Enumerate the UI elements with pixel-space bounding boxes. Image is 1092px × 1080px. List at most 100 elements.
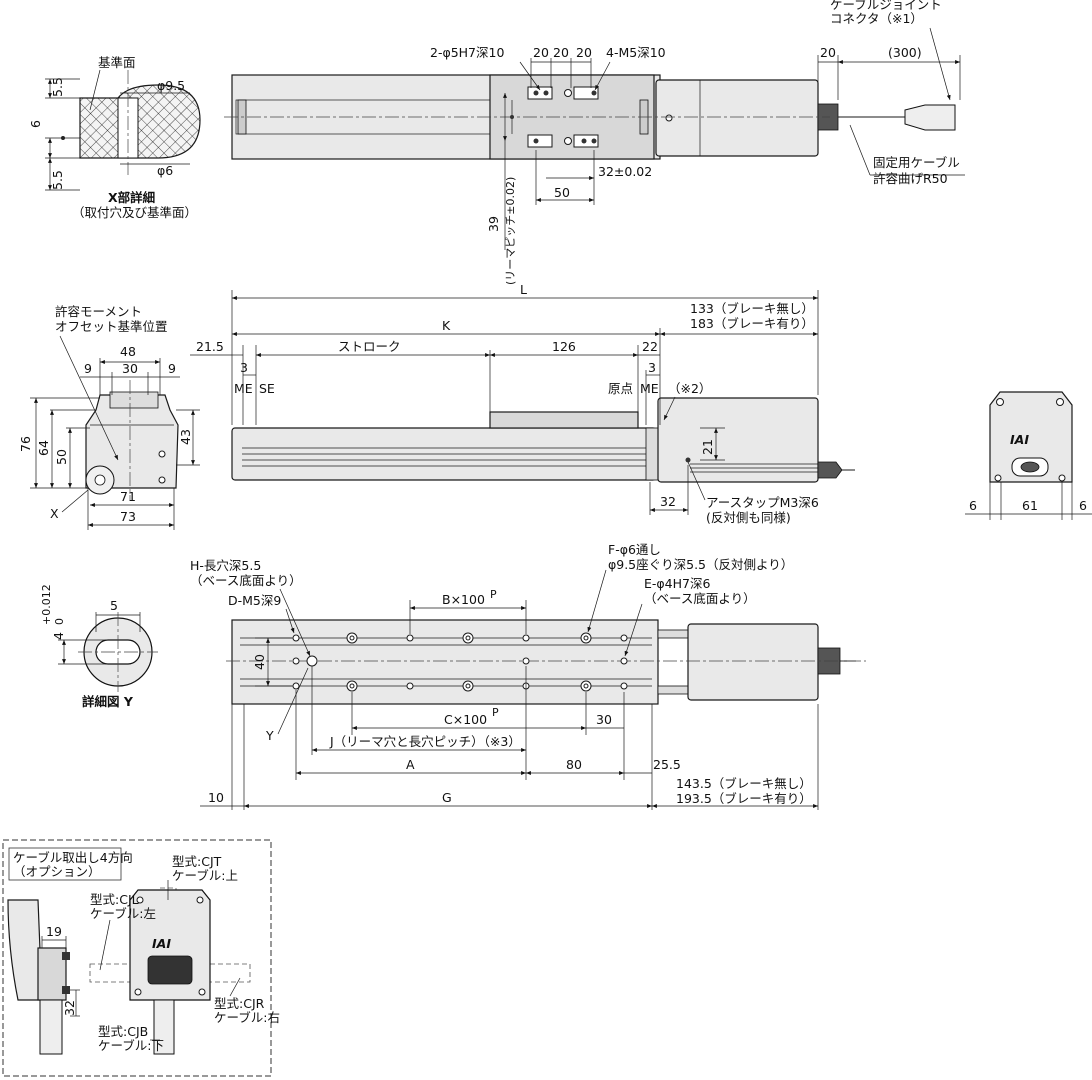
pitch-20c: 20	[576, 45, 592, 60]
j-pitch: J（リーマ穴と長穴ピッチ）（※3）	[329, 734, 521, 749]
side-dim-126: 126	[552, 339, 576, 354]
detail-x-subtitle: （取付穴及び基準面）	[72, 205, 197, 220]
reamer-holes-label: 2-φ5H7深10	[430, 45, 504, 60]
side-no-brake-133: 133（ブレーキ無し）	[690, 301, 814, 316]
end-dim-43: 43	[178, 429, 193, 445]
detail-x-title: X部詳細	[108, 190, 155, 205]
bottom-view-motor	[687, 623, 819, 701]
e-hole-label-1: E-φ4H7深6	[644, 576, 710, 591]
cable-side-connector	[37, 947, 67, 1001]
bottom-label-y: Y	[265, 728, 274, 743]
detail-y-d4: 4	[51, 632, 66, 640]
detail-x-h55a: 5.5	[50, 77, 65, 97]
cable-dim-19: 19	[46, 924, 62, 939]
bottom-dim-10: 10	[208, 790, 224, 805]
motor-end-d6b: 6	[1079, 498, 1087, 513]
cjb-label-2: ケーブル:下	[98, 1038, 164, 1053]
side-dim-22: 22	[642, 339, 658, 354]
side-dim-3a: 3	[240, 360, 248, 375]
top-view-motor	[655, 79, 819, 157]
dim-50: 50	[554, 185, 570, 200]
dim-300: (300)	[888, 45, 922, 60]
motor-end-logo: IAI	[1010, 432, 1029, 447]
side-dim-21: 21	[700, 439, 715, 455]
moment-label-1: 許容モーメント	[55, 304, 142, 319]
ref-surface-label: 基準面	[98, 55, 136, 70]
detail-y-tol-zero: 0	[53, 618, 66, 625]
cjt-label-2: ケーブル:上	[172, 868, 238, 883]
c-pitch-sup: P	[492, 706, 499, 719]
dim-32-tol: 32±0.02	[598, 164, 652, 179]
e-hole-label-2: （ベース底面より）	[644, 591, 756, 606]
d-tap-label: D-M5深9	[228, 593, 281, 608]
detail-x-h55b: 5.5	[50, 170, 65, 190]
cable-connector-end	[904, 104, 956, 131]
motor-connector-icon	[1020, 461, 1040, 473]
top-view: 20 20 20 2-φ5H7深10 4-M5深10 50 32±0.02 39…	[224, 0, 965, 285]
pitch-20a: 20	[533, 45, 549, 60]
detail-x-d95: φ9.5	[157, 78, 185, 93]
end-dim-76: 76	[18, 436, 33, 452]
end-dim-48: 48	[120, 344, 136, 359]
connector-label-2: コネクタ（※1）	[830, 11, 923, 26]
bottom-dim-80: 80	[566, 757, 582, 772]
side-view-slider	[489, 411, 639, 429]
end-dim-30: 30	[122, 361, 138, 376]
moment-label-2: オフセット基準位置	[55, 319, 168, 334]
end-view: 許容モーメント オフセット基準位置 48 9 30 9 76 64 50 43 …	[18, 304, 200, 530]
cable-side-profile	[7, 899, 43, 1001]
cable-dim-32: 32	[62, 1000, 77, 1016]
side-dim-3b: 3	[648, 360, 656, 375]
cjt-label-1: 型式:CJT	[172, 854, 222, 869]
side-view: L K 133（ブレーキ無し） 183（ブレーキ有り） 21.5 ストローク 1…	[190, 282, 855, 525]
side-me-right: ME	[640, 381, 659, 396]
b-pitch: B×100	[442, 592, 485, 607]
end-dim-64: 64	[36, 440, 51, 456]
c-pitch: C×100	[444, 712, 487, 727]
h-hole-label-1: H-長穴深5.5	[190, 558, 261, 573]
bottom-no-brake-1435: 143.5（ブレーキ無し）	[676, 776, 812, 791]
b-pitch-sup: P	[490, 588, 497, 601]
cable-options-title-2: （オプション）	[13, 864, 101, 879]
bottom-dim-255: 25.5	[653, 757, 681, 772]
cable-front-connector-icon	[147, 955, 193, 985]
dim-39-note: (リーマピッチ±0.02)	[504, 177, 517, 285]
pitch-20b: 20	[553, 45, 569, 60]
detail-y-tol-plus: +0.012	[40, 584, 53, 625]
motor-end-d6a: 6	[969, 498, 977, 513]
side-dim-L: L	[520, 282, 527, 297]
motor-end-view: IAI 6 61 6	[965, 391, 1092, 520]
detail-y-title: 詳細図 Y	[82, 694, 134, 709]
motor-end-d61: 61	[1022, 498, 1038, 513]
detail-y: 5 4 +0.012 0 詳細図 Y	[40, 584, 158, 709]
dim-39: 39	[486, 216, 501, 232]
cjr-label-2: ケーブル:右	[214, 1010, 280, 1025]
tap-holes-label: 4-M5深10	[606, 45, 666, 60]
cable-options-title-1: ケーブル取出し4方向	[13, 850, 133, 865]
dim-20-connector: 20	[820, 45, 836, 60]
bottom-dim-30: 30	[596, 712, 612, 727]
h-hole-label-2: （ベース底面より）	[190, 573, 302, 588]
side-stroke: ストローク	[338, 339, 401, 354]
end-dim-50: 50	[54, 449, 69, 465]
detail-y-d5: 5	[110, 598, 118, 613]
detail-x: 基準面 φ9.5 φ6 5.5 6 5.5 X部詳細 （取付穴及び基準面）	[28, 55, 201, 220]
side-origin: 原点	[608, 381, 633, 396]
bottom-view: H-長穴深5.5 （ベース底面より） D-M5深9 B×100 P F-φ6通し…	[190, 542, 866, 810]
side-dim-32: 32	[660, 494, 676, 509]
cable-label-2: 許容曲げR50	[873, 171, 948, 186]
end-view-body	[85, 394, 179, 489]
cjr-label-1: 型式:CJR	[214, 996, 265, 1011]
f-hole-label-1: F-φ6通し	[608, 542, 661, 557]
end-dim-9a: 9	[84, 361, 92, 376]
cable-front-logo: IAI	[152, 936, 171, 951]
side-me-left: ME	[234, 381, 253, 396]
earth-tap-label-2: (反対側も同様)	[706, 510, 791, 525]
bottom-dim-40: 40	[252, 654, 267, 670]
cjl-label-2: ケーブル:左	[90, 906, 156, 921]
side-dim-K: K	[442, 318, 451, 333]
bottom-holes	[292, 632, 628, 692]
bottom-dim-G: G	[442, 790, 452, 805]
detail-x-h6: 6	[28, 120, 43, 128]
